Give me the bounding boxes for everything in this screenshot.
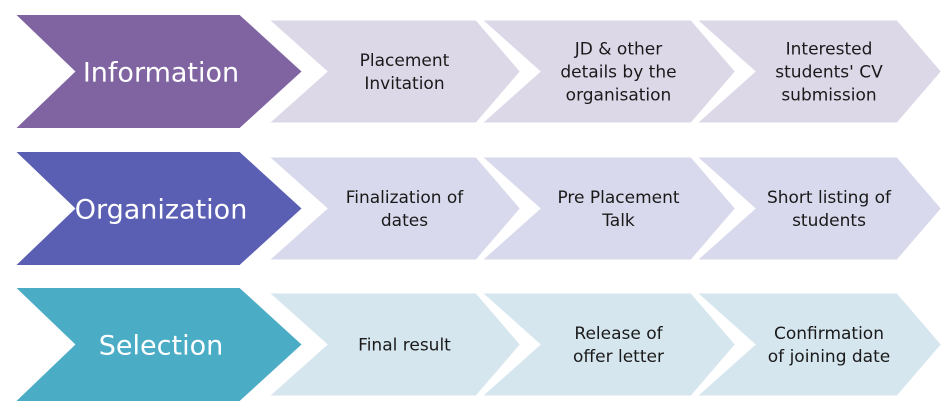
step-label-line: Finalization of [346, 188, 465, 208]
step-label-line: Pre Placement [557, 188, 679, 208]
chevron-label-information: Information [83, 58, 239, 89]
step-label: Short listing of students [767, 188, 892, 231]
step-label-line: Invitation [364, 74, 444, 94]
chevron-label-selection: Selection [99, 331, 223, 362]
step-label-line: Final result [358, 336, 451, 356]
step-label-line: of joining date [768, 347, 890, 367]
row-selection: Final result Release of offer letter Confir… [11, 286, 947, 403]
chevron-label-organization: Organization [75, 195, 248, 226]
step-label: Release of offer letter [573, 324, 664, 367]
step-label-line: Talk [601, 211, 635, 231]
step-label-line: Interested [786, 40, 873, 60]
step-label-line: submission [781, 86, 876, 106]
chevron-selection [11, 286, 305, 403]
step-label-line: details by the [560, 63, 676, 83]
step-label: Confirmation of joining date [768, 324, 890, 367]
step-label-line: dates [381, 211, 428, 231]
step-label-line: organisation [566, 86, 672, 106]
step-label: Finalization of dates [346, 188, 465, 231]
step-label-line: JD & other [574, 40, 662, 60]
chevron-information [11, 13, 305, 130]
step-label-line: students [792, 211, 866, 231]
step-organization-3 [685, 152, 947, 265]
chevron-organization [11, 150, 305, 267]
step-label-line: Short listing of [767, 188, 892, 208]
step-label-line: Placement [360, 51, 450, 71]
step-selection-3 [685, 288, 947, 401]
step-label-line: Release of [574, 324, 663, 344]
step-label-line: students' CV [775, 63, 883, 83]
step-label: Final result [358, 336, 451, 356]
step-label: JD & other details by the organisation [560, 40, 676, 106]
step-label-line: Confirmation [774, 324, 884, 344]
step-label: Interested students' CV submission [775, 40, 883, 106]
step-label-line: offer letter [573, 347, 664, 367]
step-information-3 [685, 15, 947, 128]
